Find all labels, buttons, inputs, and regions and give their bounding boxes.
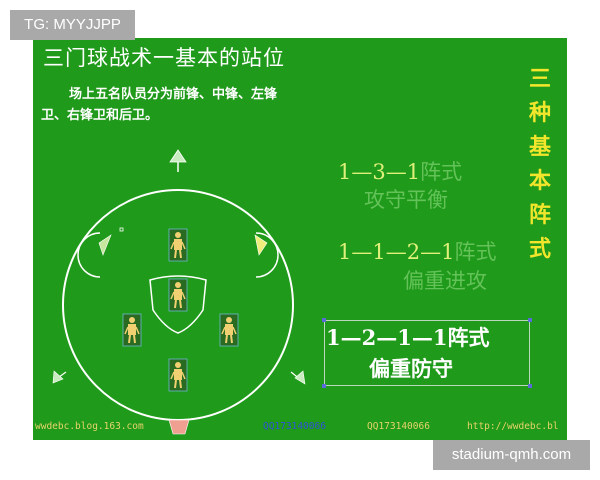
tag-label: TG: MYYJJPP <box>10 10 135 40</box>
formation-2-desc: 偏重进攻 <box>403 269 487 293</box>
corner-arrow-icon-right <box>290 370 306 385</box>
slide-title: 三门球战术一基本的站位 <box>43 46 285 70</box>
footer-url: http://wwdebc.bl <box>467 421 559 432</box>
player-icon-center <box>168 278 188 312</box>
center-zone <box>149 275 207 334</box>
resize-handle[interactable] <box>528 318 532 322</box>
marker-dot <box>119 227 124 232</box>
player-icon-left-wing <box>122 313 142 347</box>
intro-text: 场上五名队员分为前锋、中锋、左锋卫、右锋卫和后卫。 <box>41 87 278 123</box>
formation-2-label: 1—1—2—1阵式 <box>338 236 496 266</box>
player-icon-back <box>168 358 188 392</box>
formation-3-numbers: 1—2—1—1 <box>326 325 448 350</box>
formation-1-desc: 攻守平衡 <box>364 188 448 212</box>
resize-handle[interactable] <box>528 384 532 388</box>
selection-box[interactable] <box>322 318 532 388</box>
formation-1-numbers: 1—3—1 <box>338 160 421 184</box>
footer-qq-1: QQ173140066 <box>263 421 326 432</box>
right-gate-arc <box>255 232 279 278</box>
formation-1-name: 阵式 <box>420 160 463 184</box>
gate-icon-left <box>98 234 112 256</box>
corner-arrow-icon-left <box>52 370 67 384</box>
gate-icon-bottom <box>168 419 190 435</box>
watermark: stadium-qmh.com <box>433 440 590 470</box>
resize-handle[interactable] <box>322 318 326 322</box>
arrow-up-icon <box>169 149 187 172</box>
formation-1-label: 1—3—1阵式 <box>338 156 462 186</box>
presentation-slide: 三门球战术一基本的站位 场上五名队员分为前锋、中锋、左锋卫、右锋卫和后卫。 三种… <box>33 38 567 440</box>
gate-icon-right <box>254 234 268 256</box>
formation-2-name: 阵式 <box>454 240 497 264</box>
player-icon-forward <box>168 228 188 262</box>
formation-2-numbers: 1—1—2—1 <box>338 240 455 264</box>
formation-3-name: 阵式 <box>447 325 490 350</box>
vertical-title: 三种基本阵式 <box>528 66 551 262</box>
field-diagram <box>52 149 306 435</box>
resize-handle[interactable] <box>322 384 326 388</box>
formation-3-label: 1—2—1—1阵式 <box>326 322 489 352</box>
player-icon-right-wing <box>219 313 239 347</box>
footer-blog: wwdebc.blog.163.com <box>35 421 144 432</box>
formation-3-desc: 偏重防守 <box>369 356 453 381</box>
footer-qq-2: QQ173140066 <box>367 421 430 432</box>
left-gate-arc <box>77 232 101 278</box>
